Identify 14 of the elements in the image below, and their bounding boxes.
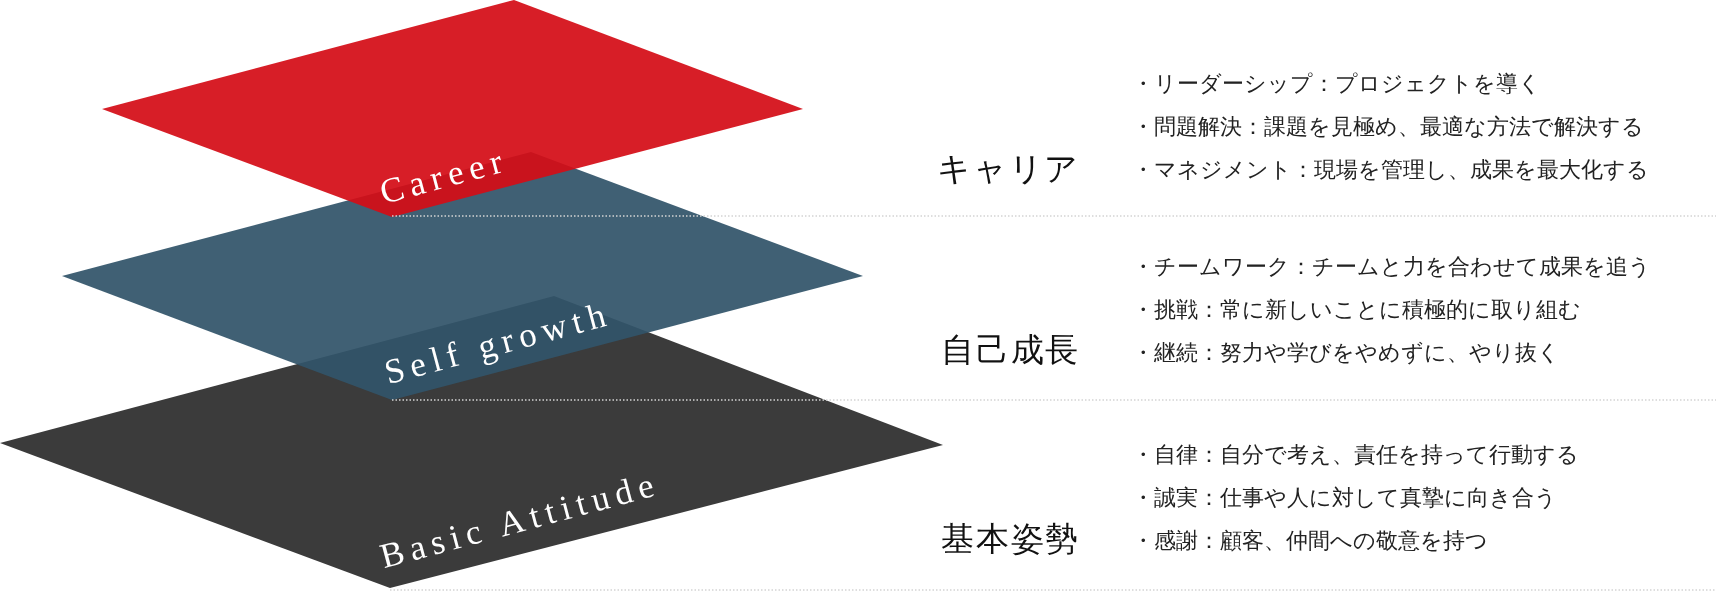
plane-label: Basic Attitude [376, 465, 664, 575]
bullet-item: ・感謝：顧客、仲間への敬意を持つ [1132, 528, 1488, 554]
bullet-item: ・誠実：仕事や人に対して真摯に向き合う [1132, 485, 1557, 511]
bullet-item: ・チームワーク：チームと力を合わせて成果を追う [1132, 254, 1651, 280]
bullet-item: ・継続：努力や学びをやめずに、やり抜く [1132, 340, 1560, 366]
bullet-item: ・問題解決：課題を見極め、最適な方法で解決する [1132, 114, 1644, 140]
section-heading: キャリア [937, 151, 1080, 185]
bullet-item: ・マネジメント：現場を管理し、成果を最大化する [1132, 157, 1649, 183]
section-heading: 基本姿勢 [941, 521, 1080, 555]
bullet-item: ・リーダーシップ：プロジェクトを導く [1132, 71, 1541, 97]
section-heading: 自己成長 [941, 332, 1080, 366]
bullet-item: ・挑戦：常に新しいことに積極的に取り組む [1132, 297, 1581, 323]
bullet-item: ・自律：自分で考え、責任を持って行動する [1132, 442, 1579, 468]
plane-label: Career [376, 142, 512, 210]
